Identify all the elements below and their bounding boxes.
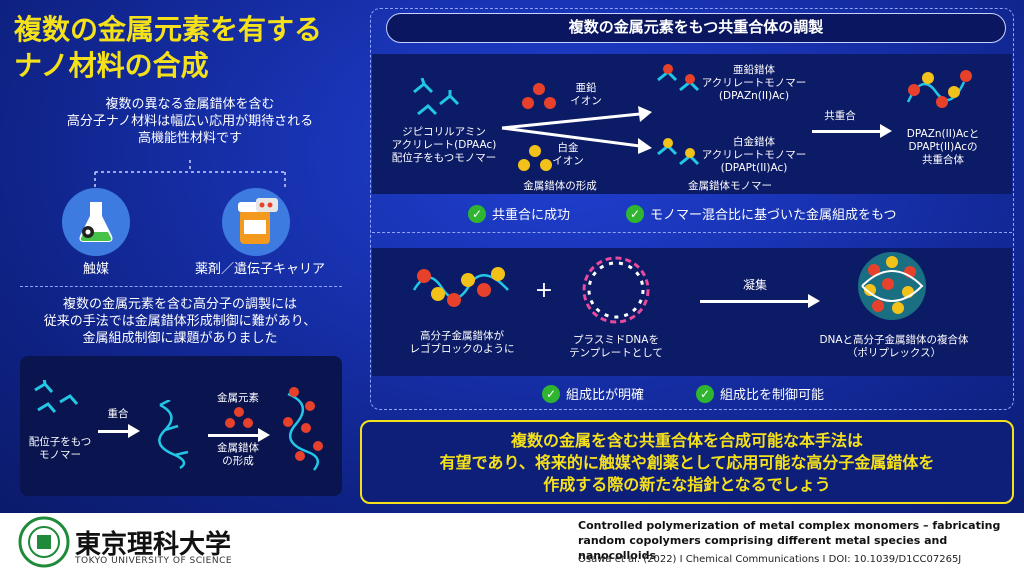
dpaac-monomer-icon	[413, 78, 460, 116]
paper-title: Controlled polymerization of metal compl…	[578, 519, 1001, 562]
polyplex-icon	[858, 252, 926, 320]
problem-text: 複数の金属元素を含む高分子の調製には 従来の手法では金属錯体形成制御に難があり、…	[43, 297, 317, 346]
complexation-arrow-head	[258, 428, 270, 442]
application-label-carrier: 薬剤／遺伝子キャリア	[194, 262, 325, 277]
check-icon: ✓	[696, 384, 714, 403]
complexation-arrow	[208, 434, 260, 437]
complex-monomer-label: 金属錯体モノマー	[688, 180, 772, 192]
method-frame	[370, 8, 1014, 410]
split-arrows	[501, 106, 652, 154]
university-seal-icon	[18, 516, 70, 568]
polymerize-arrow	[98, 430, 130, 433]
metal-ions-icon	[225, 407, 253, 428]
polymerize-arrow-head	[128, 424, 140, 438]
copolymer-label: DPAZn(II)Acと DPAPt(II)Acの 共重合体	[906, 128, 980, 166]
zn-monomer-label: 亜鉛錯体 アクリレートモノマー (DPAZn(II)Ac)	[701, 64, 807, 102]
flask-gear-icon	[62, 188, 130, 256]
zn-complex-monomer-icon	[657, 64, 700, 92]
copolymer-icon	[906, 70, 972, 108]
plasmid-dna-icon	[582, 256, 650, 324]
polymer-chain-icon	[158, 400, 189, 470]
medicine-icon	[222, 188, 290, 256]
metal-element-label: 金属元素	[217, 392, 259, 404]
copolymerize-arrow	[812, 130, 882, 133]
aggregate-arrow-head	[808, 294, 820, 308]
university-name-en: TOKYO UNIVERSITY OF SCIENCE	[75, 556, 233, 566]
section-divider	[372, 232, 1012, 233]
polymer-lego-label: 高分子金属錯体が レゴブロックのように	[409, 330, 515, 355]
check-copolymerization: ✓ 共重合に成功	[468, 204, 570, 223]
main-title: 複数の金属元素を有する ナノ材料の合成	[14, 13, 323, 82]
polyplex-result-label: DNAと高分子金属錯体の複合体 （ポリプレックス）	[819, 334, 969, 359]
method-header: 複数の金属元素をもつ共重合体の調製	[386, 13, 1006, 43]
complex-formation-step-label: 金属錯体の形成	[523, 180, 597, 192]
ligand-monomer-icon	[34, 380, 79, 413]
aggregate-label: 凝集	[742, 278, 767, 292]
plus-sign: +	[534, 278, 554, 303]
platinum-ions-icon	[518, 145, 552, 171]
copolymerize-arrow-head	[880, 124, 892, 138]
university-name-jp: 東京理科大学	[75, 530, 232, 560]
zinc-ion-label: 亜鉛 イオン	[570, 82, 602, 107]
intro-text: 複数の異なる金属錯体を含む 高分子ナノ材料は幅広い応用が期待される 高機能性材料…	[66, 97, 314, 146]
dpaac-monomer-label: ジピコリルアミン アクリレート(DPAAc) 配位子をもつモノマー	[391, 126, 497, 164]
pt-complex-monomer-icon	[657, 138, 700, 166]
platinum-ion-label: 白金 イオン	[552, 142, 584, 167]
polymerize-label: 重合	[107, 408, 129, 420]
divider	[20, 286, 342, 287]
check-controllable-ratio: ✓ 組成比を制御可能	[696, 384, 824, 403]
connector-lines	[94, 160, 286, 190]
application-label-catalyst: 触媒	[82, 262, 109, 277]
zinc-ions-icon	[522, 83, 556, 109]
metal-polymer-icon	[283, 387, 323, 471]
ligand-monomer-label: 配位子をもつ モノマー	[28, 436, 92, 461]
paper-citation: Osawa et al. (2022) I Chemical Communica…	[578, 554, 962, 565]
aggregate-arrow	[700, 300, 810, 303]
check-clear-ratio: ✓ 組成比が明確	[542, 384, 644, 403]
complex-formation-label: 金属錯体 の形成	[217, 442, 259, 467]
check-icon: ✓	[468, 204, 486, 223]
copolymerize-label: 共重合	[824, 110, 856, 122]
metal-copolymer-chain-icon	[412, 267, 509, 307]
check-icon: ✓	[542, 384, 560, 403]
check-metal-composition: ✓ モノマー混合比に基づいた金属組成をもつ	[626, 204, 896, 223]
conclusion-box: 複数の金属を含む共重合体を合成可能な本手法は 有望であり、将来的に触媒や創薬とし…	[360, 420, 1014, 504]
pt-monomer-label: 白金錯体 アクリレートモノマー (DPAPt(II)Ac)	[701, 136, 807, 174]
check-icon: ✓	[626, 204, 644, 223]
plasmid-template-label: プラスミドDNAを テンプレートとして	[569, 334, 663, 359]
